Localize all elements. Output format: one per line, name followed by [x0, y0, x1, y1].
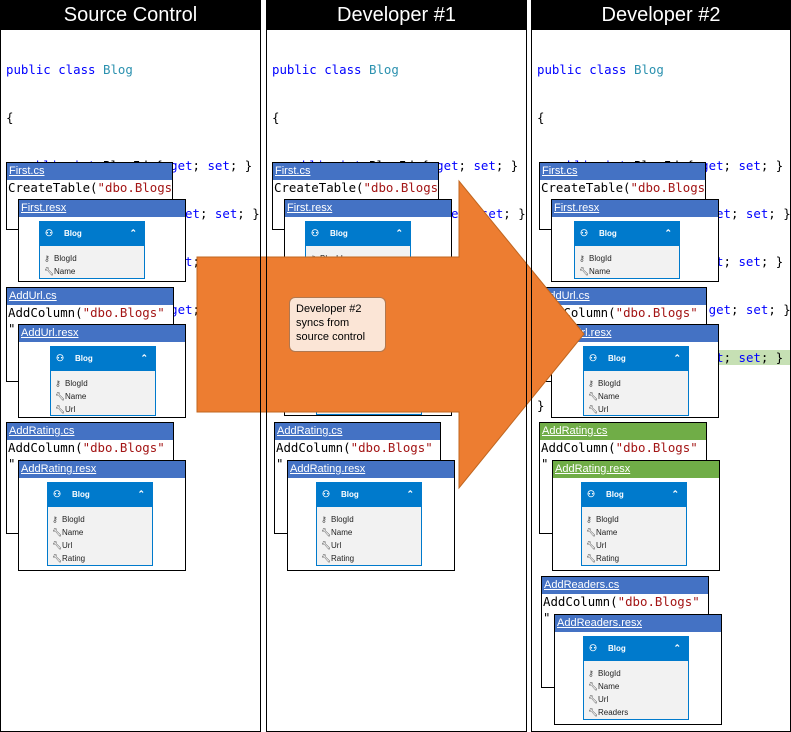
chevron-up-icon[interactable]: ⌃: [140, 353, 148, 363]
blog-entity: ⚇Blog⌃ ⚷BlogId 🔧︎Name: [574, 221, 680, 279]
entity-icon: ⚇: [589, 643, 598, 653]
addreaders-cs-title[interactable]: AddReaders.cs: [542, 577, 708, 594]
column-developer-2: Developer #2 public class Blog { public …: [531, 0, 791, 732]
chevron-up-icon[interactable]: ⌃: [671, 489, 679, 499]
chevron-up-icon[interactable]: ⌃: [137, 489, 145, 499]
wrench-icon: 🔧︎: [588, 695, 599, 704]
key-icon: ⚷: [579, 254, 585, 263]
key-icon: ⚷: [55, 379, 61, 388]
addrating-cs-title[interactable]: AddRating.cs: [275, 423, 440, 440]
addrating-resx-title[interactable]: AddRating.resx: [553, 461, 719, 478]
wrench-icon: 🔧︎: [586, 528, 597, 537]
entity-icon: ⚇: [580, 228, 589, 238]
column-header: Developer #2: [531, 0, 791, 30]
addrating-cs-title[interactable]: AddRating.cs: [540, 423, 706, 440]
addreaders-resx-title[interactable]: AddReaders.resx: [555, 615, 721, 632]
key-icon: ⚷: [52, 515, 58, 524]
addreaders-resx-box: AddReaders.resx ⚇Blog⌃ ⚷BlogId 🔧︎Name 🔧︎…: [554, 614, 722, 725]
wrench-icon: 🔧︎: [321, 528, 332, 537]
addrating-resx-box: AddRating.resx ⚇Blog⌃ ⚷BlogId 🔧︎Name 🔧︎U…: [18, 460, 186, 571]
wrench-icon: 🔧︎: [586, 541, 597, 550]
addrating-resx-title[interactable]: AddRating.resx: [288, 461, 454, 478]
addrating-resx-title[interactable]: AddRating.resx: [19, 461, 185, 478]
wrench-icon: 🔧︎: [588, 708, 599, 717]
chevron-up-icon[interactable]: ⌃: [395, 228, 403, 238]
blog-entity: ⚇Blog⌃ ⚷BlogId 🔧︎Name 🔧︎Url: [583, 346, 689, 416]
key-icon: ⚷: [321, 515, 327, 524]
addurl-cs-title[interactable]: AddUrl.cs: [7, 288, 173, 305]
entity-icon: ⚇: [311, 228, 320, 238]
first-resx-box: First.resx ⚇Blog⌃ ⚷BlogId 🔧︎Name: [18, 199, 186, 282]
wrench-icon: 🔧︎: [579, 267, 590, 276]
chevron-up-icon[interactable]: ⌃: [129, 228, 137, 238]
chevron-up-icon[interactable]: ⌃: [406, 489, 414, 499]
column-header: Source Control: [0, 0, 261, 30]
wrench-icon: 🔧︎: [588, 392, 599, 401]
first-resx-title[interactable]: First.resx: [285, 200, 451, 217]
chevron-up-icon[interactable]: ⌃: [673, 643, 681, 653]
chevron-up-icon[interactable]: ⌃: [673, 353, 681, 363]
first-cs-title[interactable]: First.cs: [540, 163, 705, 180]
first-cs-title[interactable]: First.cs: [273, 163, 438, 180]
wrench-icon: 🔧︎: [52, 554, 63, 563]
first-resx-title[interactable]: First.resx: [19, 200, 185, 217]
entity-icon: ⚇: [45, 228, 54, 238]
first-cs-title[interactable]: First.cs: [7, 163, 172, 180]
blog-entity: ⚇Blog⌃ ⚷BlogId 🔧︎Name: [39, 221, 145, 279]
addrating-resx-box: AddRating.resx ⚇Blog⌃ ⚷BlogId 🔧︎Name 🔧︎U…: [287, 460, 455, 571]
entity-icon: ⚇: [322, 489, 331, 499]
blog-entity: ⚇Blog⌃ ⚷BlogId 🔧︎Name 🔧︎Url 🔧︎Rating: [316, 482, 422, 566]
entity-icon: ⚇: [587, 489, 596, 499]
entity-icon: ⚇: [53, 489, 62, 499]
sync-callout: Developer #2 syncs from source control: [289, 297, 386, 352]
key-icon: ⚷: [586, 515, 592, 524]
addrating-cs-title[interactable]: AddRating.cs: [7, 423, 173, 440]
sync-arrow-shape: [196, 179, 585, 490]
key-icon: ⚷: [44, 254, 50, 263]
wrench-icon: 🔧︎: [52, 541, 63, 550]
wrench-icon: 🔧︎: [321, 541, 332, 550]
blog-entity: ⚇Blog⌃ ⚷BlogId 🔧︎Name 🔧︎Url 🔧︎Rating: [581, 482, 687, 566]
wrench-icon: 🔧︎: [55, 392, 66, 401]
wrench-icon: 🔧︎: [55, 405, 66, 414]
addrating-resx-box: AddRating.resx ⚇Blog⌃ ⚷BlogId 🔧︎Name 🔧︎U…: [552, 460, 720, 571]
first-resx-box: First.resx ⚇Blog⌃ ⚷BlogId 🔧︎Name: [551, 199, 719, 282]
blog-entity: ⚇Blog⌃ ⚷BlogId 🔧︎Name 🔧︎Url 🔧︎Readers: [583, 636, 689, 720]
entity-icon: ⚇: [56, 353, 65, 363]
key-icon: ⚷: [588, 379, 594, 388]
addurl-resx-title[interactable]: AddUrl.resx: [19, 325, 185, 342]
entity-icon: ⚇: [589, 353, 598, 363]
wrench-icon: 🔧︎: [44, 267, 55, 276]
blog-entity: ⚇Blog⌃ ⚷BlogId 🔧︎Name 🔧︎Url 🔧︎Rating: [47, 482, 153, 566]
wrench-icon: 🔧︎: [52, 528, 63, 537]
key-icon: ⚷: [588, 669, 594, 678]
wrench-icon: 🔧︎: [588, 405, 599, 414]
wrench-icon: 🔧︎: [586, 554, 597, 563]
chevron-up-icon[interactable]: ⌃: [664, 228, 672, 238]
addurl-resx-box: AddUrl.resx ⚇Blog⌃ ⚷BlogId 🔧︎Name 🔧︎Url: [18, 324, 186, 418]
blog-entity: ⚇Blog⌃ ⚷BlogId 🔧︎Name 🔧︎Url: [50, 346, 156, 416]
column-header: Developer #1: [266, 0, 527, 30]
wrench-icon: 🔧︎: [588, 682, 599, 691]
first-resx-title[interactable]: First.resx: [552, 200, 718, 217]
wrench-icon: 🔧︎: [321, 554, 332, 563]
